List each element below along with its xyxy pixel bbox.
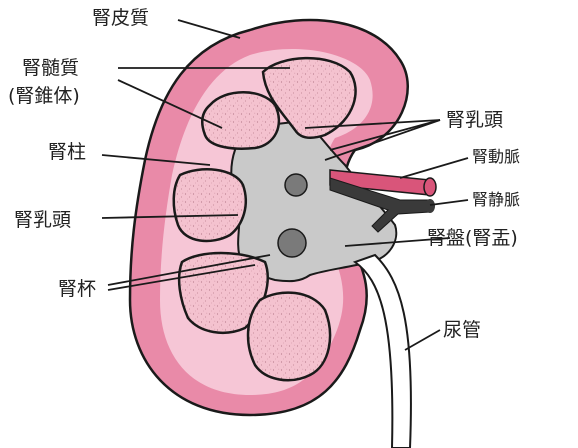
label-calyx: 腎杯 [58, 278, 96, 300]
label-papilla-right: 腎乳頭 [446, 109, 503, 131]
label-renal-pelvis: 腎盤(腎盂) [427, 227, 518, 249]
label-cortex: 腎皮質 [92, 7, 149, 29]
calyx-opening-upper [285, 174, 307, 196]
pyramid-upper-left [202, 92, 279, 148]
label-papilla-left: 腎乳頭 [14, 209, 71, 231]
label-renal-column: 腎柱 [48, 141, 86, 163]
pyramid-left [174, 169, 246, 241]
label-renal-vein: 腎静脈 [472, 190, 520, 209]
calyx-opening-lower [278, 229, 306, 257]
label-ureter: 尿管 [443, 319, 481, 341]
label-pyramid: (腎錐体) [8, 85, 80, 107]
label-renal-artery: 腎動脈 [472, 147, 520, 166]
pyramid-bottom [248, 293, 330, 381]
label-medulla: 腎髄質 [22, 57, 79, 79]
